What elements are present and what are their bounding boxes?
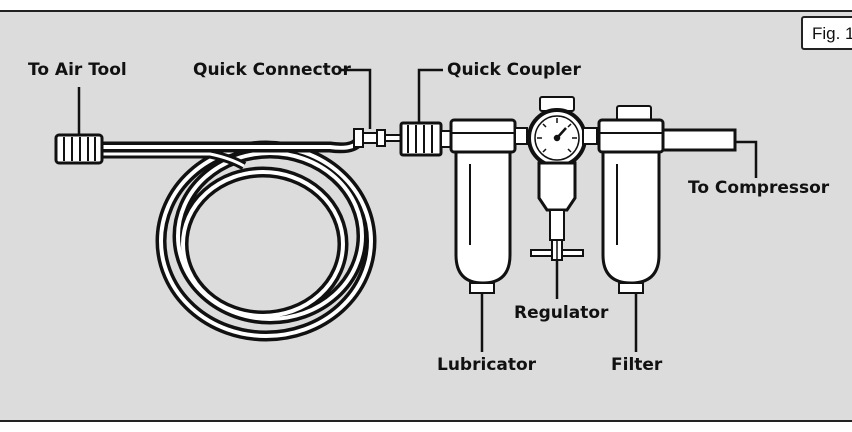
leader-quick-connector [340,68,372,129]
label-filter: Filter [611,355,663,375]
label-lubricator: Lubricator [437,355,537,375]
label-quick-connector: Quick Connector [193,60,351,80]
leader-to-compressor [735,140,758,178]
compressor-pipe [661,128,737,152]
labels: To Air Tool Quick Connector Quick Couple… [28,60,830,375]
quick-coupler [399,121,452,157]
figure-tag: Fig. 1 [801,16,852,50]
air-tool-fitting [54,133,104,165]
label-to-compressor: To Compressor [688,178,830,198]
filter [597,105,665,294]
gauge-dial [537,118,577,153]
leader-lines [77,68,758,352]
lubricator [449,118,528,294]
coiled-hose [155,140,377,342]
label-to-air-tool: To Air Tool [28,60,127,80]
quick-connector [353,128,402,148]
diagram-panel [0,10,852,422]
leader-quick-coupler [417,68,443,123]
regulator [527,96,598,261]
label-quick-coupler: Quick Coupler [447,60,581,80]
label-regulator: Regulator [514,303,609,323]
